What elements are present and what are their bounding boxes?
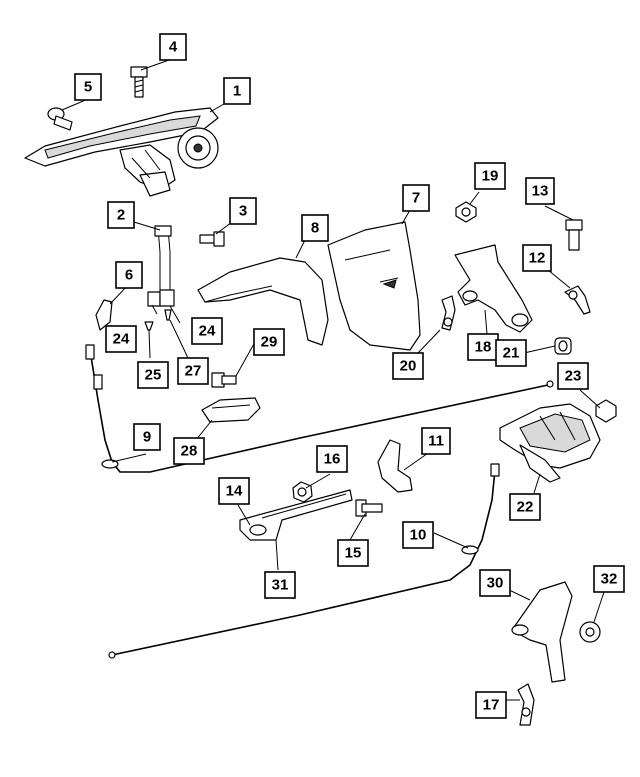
callout-label: 20 <box>400 358 417 375</box>
callout-3: 3 <box>229 197 257 225</box>
rear-cable-10 <box>108 463 500 659</box>
callout-label: 25 <box>145 367 162 384</box>
clip-6 <box>95 299 113 331</box>
bolt-15 <box>355 499 383 517</box>
callout-18: 18 <box>467 333 499 361</box>
callout-24-right: 24 <box>191 317 223 345</box>
callout-25: 25 <box>137 361 169 389</box>
callout-label: 9 <box>143 429 151 446</box>
callout-2: 2 <box>107 201 135 229</box>
console-trim-8 <box>197 257 329 346</box>
callout-label: 10 <box>410 527 427 544</box>
callout-13: 13 <box>525 177 555 205</box>
callout-30: 30 <box>479 569 511 597</box>
callout-20: 20 <box>392 352 424 380</box>
callout-8: 8 <box>301 214 329 242</box>
callout-22: 22 <box>509 493 541 521</box>
callout-label: 2 <box>117 207 125 224</box>
callout-label: 23 <box>565 368 582 385</box>
callout-label: 28 <box>181 443 198 460</box>
callout-23: 23 <box>557 362 589 390</box>
callout-17: 17 <box>475 691 507 719</box>
callout-27: 27 <box>177 357 209 385</box>
callout-label: 11 <box>428 433 444 450</box>
pin-5 <box>47 107 73 131</box>
bolt-13 <box>565 219 583 251</box>
callout-5: 5 <box>74 73 102 101</box>
callout-label: 5 <box>84 79 92 96</box>
callout-label: 4 <box>169 39 178 56</box>
callout-28: 28 <box>173 437 205 465</box>
callout-label: 17 <box>483 697 500 714</box>
callout-19: 19 <box>474 162 506 190</box>
callout-32: 32 <box>593 565 625 593</box>
callout-15: 15 <box>337 539 369 567</box>
callout-label: 1 <box>233 83 241 100</box>
callout-label: 24 <box>199 323 216 340</box>
grip-28 <box>201 397 261 423</box>
cable-clip-12 <box>564 285 591 315</box>
bolt-3 <box>199 231 225 247</box>
callout-14: 14 <box>218 477 250 505</box>
callout-9: 9 <box>133 423 161 451</box>
callout-6: 6 <box>115 261 143 289</box>
parking-brake-lever <box>24 107 219 197</box>
callout-10: 10 <box>402 521 434 549</box>
callout-label: 32 <box>601 571 618 588</box>
callout-1: 1 <box>223 77 251 105</box>
clip-17 <box>517 683 535 726</box>
switch-assembly <box>144 225 175 331</box>
callout-label: 31 <box>272 577 289 594</box>
callout-4: 4 <box>159 33 187 61</box>
callout-11: 11 <box>421 427 451 455</box>
callout-label: 30 <box>487 575 504 592</box>
callout-12: 12 <box>522 244 552 272</box>
callout-label: 13 <box>532 183 549 200</box>
callout-label: 29 <box>261 334 278 351</box>
callout-label: 18 <box>475 339 492 356</box>
equalizer-assembly <box>499 399 617 483</box>
callout-label: 7 <box>412 190 420 207</box>
clip-20 <box>441 295 456 331</box>
callout-16: 16 <box>316 445 348 473</box>
callout-label: 6 <box>125 267 133 284</box>
boot-cover-7 <box>327 221 421 351</box>
callout-label: 27 <box>185 363 202 380</box>
callout-31: 31 <box>264 571 296 599</box>
clip-32 <box>579 621 601 643</box>
callout-24-left: 24 <box>105 325 137 353</box>
callout-label: 12 <box>529 250 546 267</box>
callout-label: 21 <box>503 345 520 362</box>
callout-21: 21 <box>495 339 527 367</box>
bracket-18 <box>454 244 533 333</box>
bolt-4 <box>130 66 148 98</box>
callout-label: 22 <box>517 499 534 516</box>
bracket-30 <box>511 581 573 683</box>
front-cable-9 <box>85 344 554 473</box>
callout-label: 15 <box>345 545 362 562</box>
nut-16 <box>292 481 313 503</box>
callout-label: 8 <box>311 220 319 237</box>
callout-29: 29 <box>253 328 285 356</box>
bushing-21 <box>554 337 572 355</box>
callout-label: 3 <box>239 203 247 220</box>
callout-label: 14 <box>226 483 243 500</box>
bolt-29 <box>211 372 237 388</box>
strap-14 <box>239 489 353 541</box>
nut-19 <box>455 201 477 223</box>
bracket-11 <box>377 439 413 493</box>
callout-7: 7 <box>402 184 430 212</box>
callout-label: 16 <box>324 451 341 468</box>
callout-label: 19 <box>482 168 499 185</box>
callout-label: 24 <box>113 331 130 348</box>
